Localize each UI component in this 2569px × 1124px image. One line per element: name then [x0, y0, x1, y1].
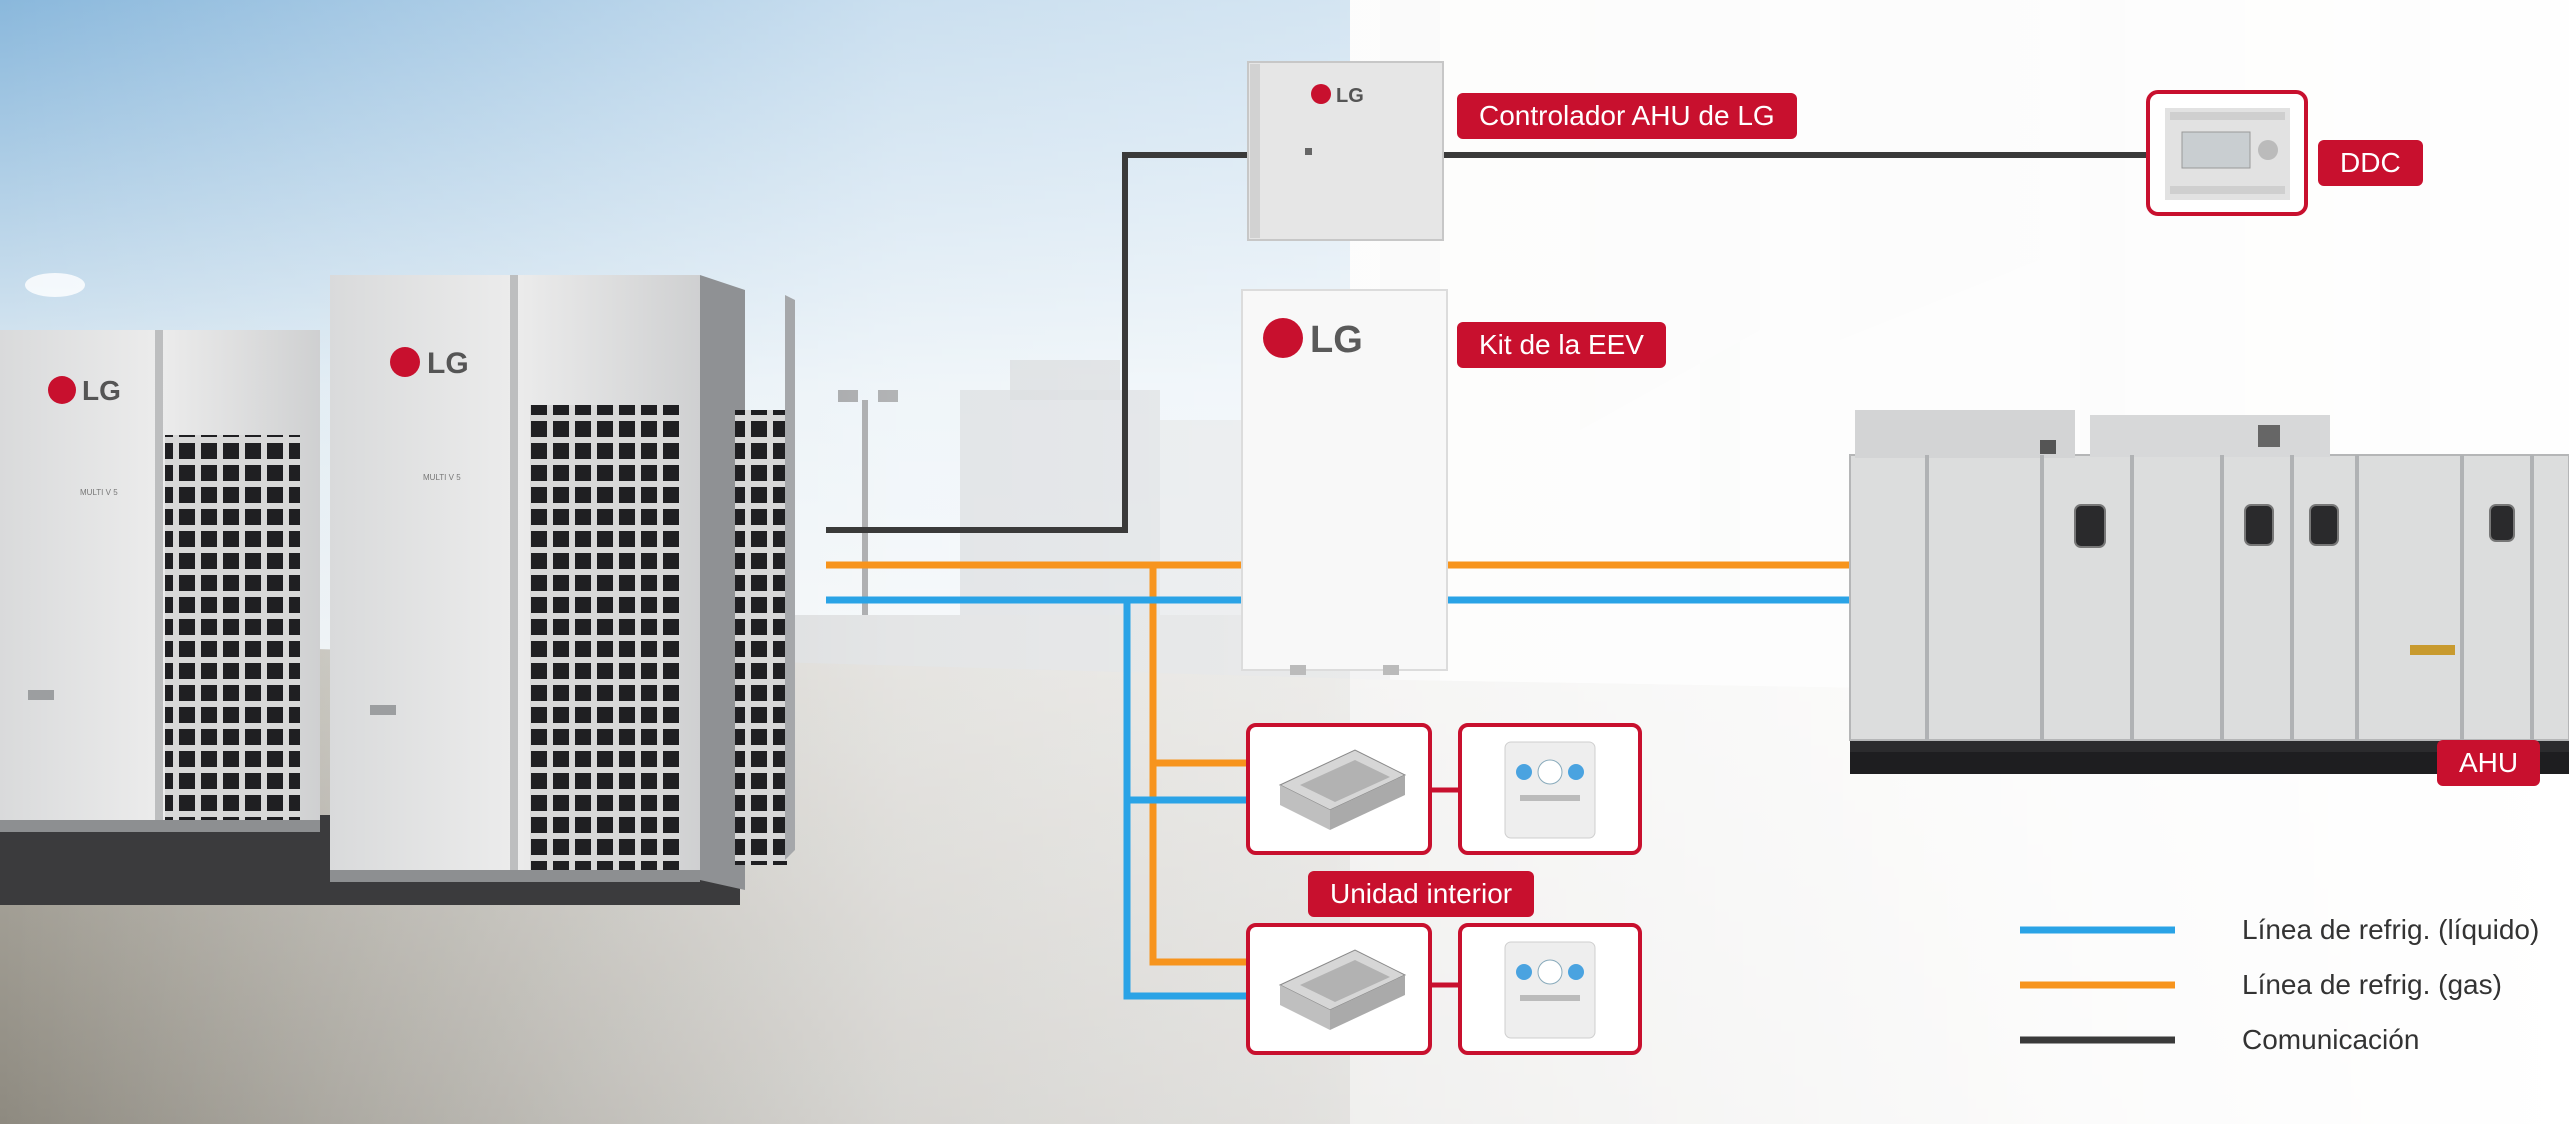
lg-logo-icon [48, 376, 76, 404]
outdoor-unit-2: LG MULTI V 5 [330, 275, 700, 882]
outdoor-unit-3 [700, 275, 795, 890]
liquid-line-indoor [1123, 600, 1248, 1000]
connection-lines [826, 152, 2150, 1000]
ahu-unit [1849, 410, 2569, 774]
outdoor-units: LG MULTI V 5 LG MULTI V 5 [0, 275, 795, 905]
legend-liquid-label: Línea de refrig. (líquido) [2242, 914, 2540, 945]
legend-gas-label: Línea de refrig. (gas) [2242, 969, 2502, 1000]
ahu-controller-label: Controlador AHU de LG [1457, 93, 1797, 139]
lg-logo-text: LG [82, 375, 121, 406]
lg-logo-text: LG [1310, 319, 1363, 361]
communication-line [826, 152, 1250, 533]
legend-lines [2020, 926, 2175, 1044]
eev-kit-label: Kit de la EEV [1457, 322, 1666, 368]
indoor-unit-group-2 [1246, 923, 1642, 1055]
outdoor-unit-1: LG MULTI V 5 [0, 330, 320, 832]
ddc-label: DDC [2318, 140, 2423, 186]
ddc-device [2146, 90, 2308, 216]
lg-logo-icon [1263, 318, 1303, 358]
lg-logo-text: LG [1336, 85, 1364, 107]
model-badge: MULTI V 5 [80, 488, 118, 497]
eev-kit-box: LG [1241, 289, 1448, 675]
lg-logo-text: LG [427, 347, 469, 380]
ahu-controller-box: LG [1247, 61, 1444, 241]
gas-line-indoor [1149, 565, 1248, 966]
indoor-unit-label: Unidad interior [1308, 871, 1535, 917]
lg-logo-icon [1311, 84, 1331, 104]
legend-communication-label: Comunicación [2242, 1024, 2420, 1055]
lg-logo-icon [390, 347, 420, 377]
ahu-label: AHU [2437, 740, 2541, 786]
model-badge: MULTI V 5 [423, 473, 461, 482]
indoor-unit-group-1 [1246, 723, 1642, 855]
